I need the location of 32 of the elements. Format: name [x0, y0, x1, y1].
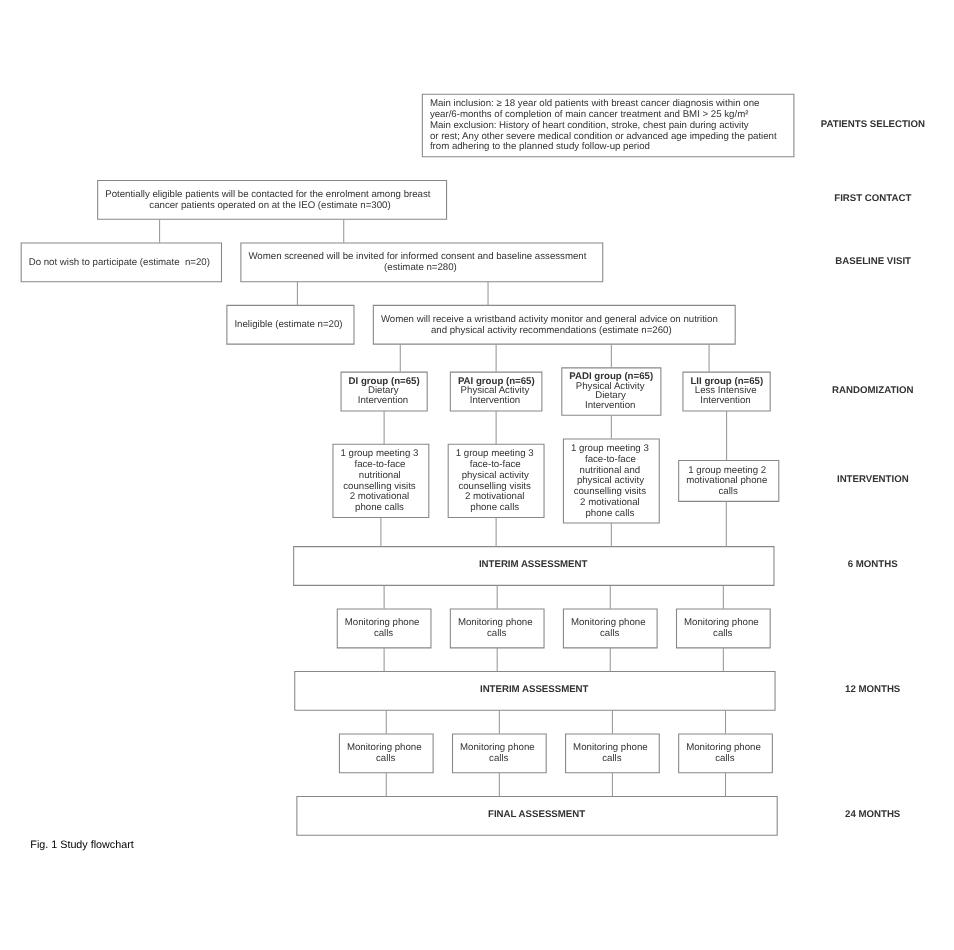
connector	[724, 772, 727, 797]
connector	[609, 647, 611, 672]
connector	[611, 772, 613, 797]
connector	[722, 647, 724, 672]
connector	[385, 709, 387, 735]
connector	[495, 410, 497, 445]
connector	[296, 281, 298, 306]
connector	[611, 709, 613, 735]
connector	[495, 343, 497, 373]
connector	[498, 772, 500, 797]
connector	[159, 218, 161, 244]
connector	[722, 584, 724, 610]
connector	[383, 584, 385, 610]
connector	[487, 281, 489, 306]
connector	[609, 584, 611, 610]
connector	[399, 343, 401, 373]
connector	[610, 522, 612, 547]
connector	[726, 410, 728, 461]
connector	[385, 772, 387, 797]
connector	[495, 517, 497, 548]
connector	[496, 647, 498, 672]
connector	[708, 343, 710, 373]
connector	[380, 517, 382, 548]
connector	[610, 343, 612, 369]
connector	[343, 218, 345, 244]
connector	[383, 410, 385, 445]
connector	[724, 709, 727, 735]
connector	[725, 500, 727, 547]
connector	[496, 584, 498, 610]
connector	[498, 709, 500, 735]
connector	[610, 414, 612, 440]
connector	[383, 647, 385, 672]
